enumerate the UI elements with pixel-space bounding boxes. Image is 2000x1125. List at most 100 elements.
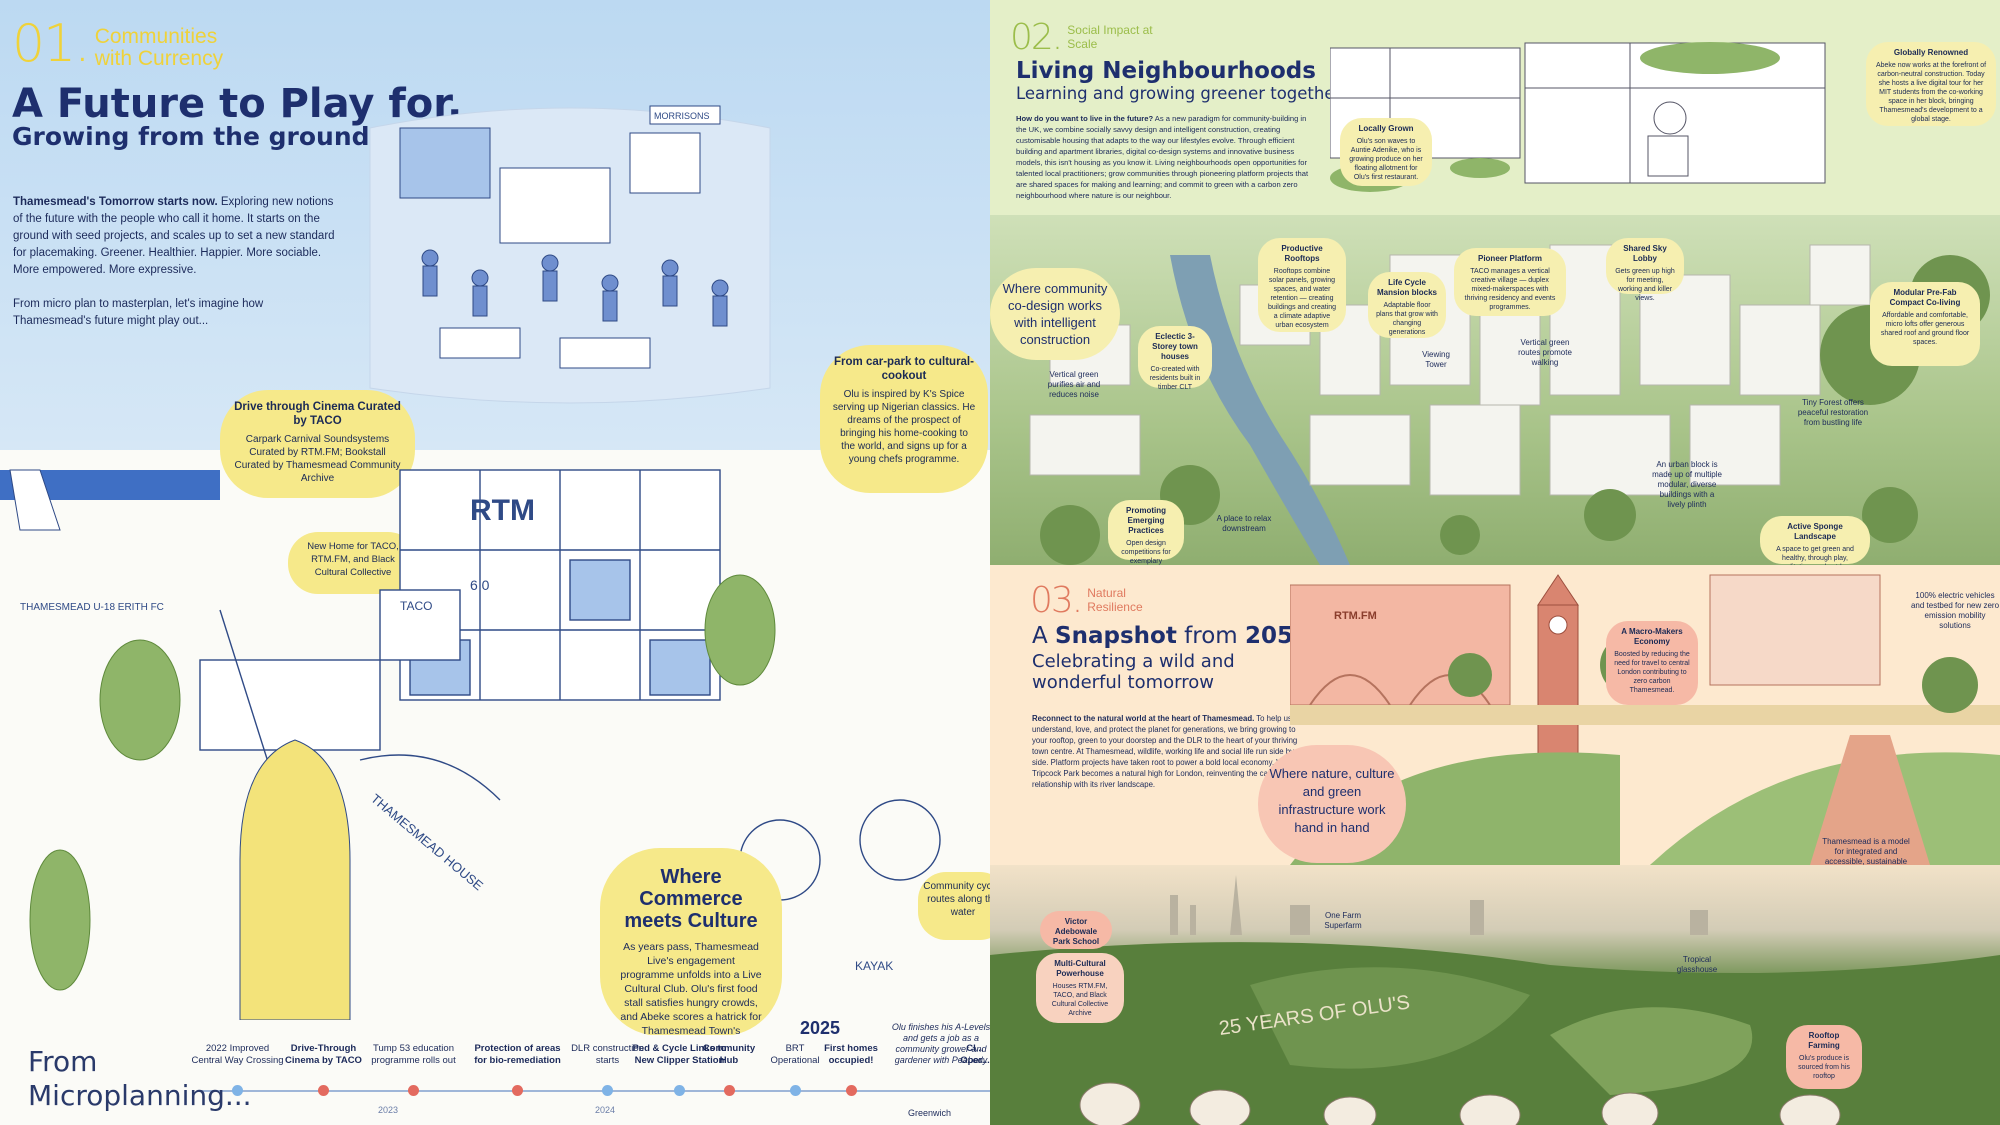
cinema-bubble: Drive through Cinema Curated by TACO Car… xyxy=(220,390,415,498)
vertical-green-label: Vertical green purifies air and reduces … xyxy=(1047,370,1101,399)
bubble-body: Co-created with residents built in timbe… xyxy=(1149,366,1201,391)
timeline-dot xyxy=(408,1085,419,1096)
microplanning-heading: From Microplanning... xyxy=(28,1045,252,1113)
cinema-title: Drive through Cinema Curated by TACO xyxy=(234,401,401,427)
section-subtitle: Learning and growing greener together xyxy=(1016,84,1342,103)
section-living-neighbourhoods: 02. Social Impact at Scale Living Neighb… xyxy=(990,0,2000,565)
culture-building-illustration: RTM THAMESMEAD U-18 ERITH FC 6 0 TACO TH… xyxy=(0,469,941,1020)
title-pre: A xyxy=(1032,623,1056,649)
bubble-title: Rooftop Farming xyxy=(1808,1031,1840,1050)
bubble-title: Multi-Cultural Powerhouse xyxy=(1054,959,1106,978)
emerging-practices-bubble: Promoting Emerging Practices Open design… xyxy=(1108,500,1184,565)
intro-text: Thamesmead's Tomorrow starts now. Explor… xyxy=(13,194,343,347)
body-question: How do you want to live in the future? xyxy=(1016,114,1154,123)
bubble-body: A space to get green and healthy, throug… xyxy=(1776,546,1854,565)
bubble-title: Globally Renowned xyxy=(1893,48,1969,57)
greenwich-label: Greenwich xyxy=(908,1108,952,1118)
timeline-dot xyxy=(232,1085,243,1096)
microplanning-line-2: Microplanning... xyxy=(28,1079,252,1112)
carpark-bubble: From car-park to cultural-cookout Olu is… xyxy=(820,345,988,493)
microplanning-line-1: From xyxy=(28,1045,98,1078)
bubble-body: Boosted by reducing the need for travel … xyxy=(1614,651,1690,694)
bubble-body: Affordable and comfortable, micro lofts … xyxy=(1880,312,1970,346)
codesign-bubble: Where community co-design works with int… xyxy=(990,268,1120,360)
timeline-item: BRT Operational xyxy=(770,1043,820,1066)
timeline-dot xyxy=(674,1085,685,1096)
tropical-glasshouse-label: Tropical glasshouse xyxy=(1676,955,1718,974)
viewing-tower-label: Viewing Tower xyxy=(1422,350,1450,369)
bubble-title: Promoting Emerging Practices xyxy=(1126,506,1166,535)
bubble-body: Olu's son waves to Auntie Adenike, who i… xyxy=(1349,138,1423,181)
intro-bold: Thamesmead's Tomorrow starts now. xyxy=(13,196,218,208)
aerial-scene xyxy=(1029,244,1990,565)
timeline-item: Tump 53 education programme rolls out xyxy=(371,1043,456,1066)
rooftop-farming-bubble: Rooftop Farming Olu's produce is sourced… xyxy=(1786,1025,1862,1089)
section-body: How do you want to live in the future? A… xyxy=(1016,113,1316,201)
tiny-forest-label: Tiny Forest offers peaceful restoration … xyxy=(1797,398,1869,427)
timeline-item: Protection of areas for bio-remediation xyxy=(474,1043,561,1066)
timeline-item: Drive-Through Cinema by TACO xyxy=(285,1043,362,1066)
sky-lobby-bubble: Shared Sky Lobby Gets green up high for … xyxy=(1606,238,1684,302)
place-to-relax-label: A place to relax downstream xyxy=(1216,514,1272,533)
carpark-title: From car-park to cultural-cookout xyxy=(834,356,974,382)
timeline-dot xyxy=(512,1085,523,1096)
cinema-body: Carpark Carnival Soundsystems Curated by… xyxy=(234,434,401,484)
section-communities: 01. Communities with Currency A Future t… xyxy=(0,0,990,1125)
section-label: Natural Resilience xyxy=(1087,586,1143,614)
kayak-sign: KAYAK xyxy=(855,959,893,973)
bubble-title: Pioneer Platform xyxy=(1477,254,1542,263)
section-natural-resilience: 03. Natural Resilience A Snapshot from 2… xyxy=(990,565,2000,1125)
section-number: 02. xyxy=(1010,17,1063,58)
intro-p2: From micro plan to masterplan, let's ima… xyxy=(13,298,264,327)
timeline-year: 2024 xyxy=(595,1105,616,1115)
timeline-dot xyxy=(724,1085,735,1096)
macro-makers-bubble: A Macro-Makers Economy Boosted by reduci… xyxy=(1606,621,1698,705)
globally-renowned-bubble: Globally Renowned Abeke now works at the… xyxy=(1866,42,1996,126)
timeline-dot xyxy=(846,1085,857,1096)
sponge-landscape-bubble: Active Sponge Landscape A space to get g… xyxy=(1760,516,1870,565)
timeline-dot xyxy=(318,1085,329,1096)
park-school-bubble: Victor Adebowale Park School xyxy=(1040,911,1112,949)
timeline-year: 2023 xyxy=(378,1105,399,1115)
bubble-body: Rooftops combine solar panels, growing s… xyxy=(1267,268,1337,329)
bubble-title: Victor Adebowale Park School xyxy=(1052,917,1100,946)
section-label: Social Impact at Scale xyxy=(1067,23,1153,51)
timeline-item: Ped & Cycle Links to New Clipper Station xyxy=(632,1043,727,1066)
newhome-bubble: New Home for TACO, RTM.FM, and Black Cul… xyxy=(288,532,418,594)
timeline-dot xyxy=(602,1085,613,1096)
body-text: To help us all understand, love, and pro… xyxy=(1032,714,1302,789)
powerhouse-bubble: Multi-Cultural Powerhouse Houses RTM.FM,… xyxy=(1036,953,1124,1023)
section-title: A Snapshot from 2050 xyxy=(1032,623,1309,649)
bubble-title: Active Sponge Landscape xyxy=(1787,522,1843,541)
market-illustration: MORRISONS xyxy=(369,105,771,404)
title-bold: Snapshot xyxy=(1055,623,1177,649)
electric-vehicles-label: 100% electric vehicles and testbed for n… xyxy=(1910,591,2000,630)
bubble-body: TACO manages a vertical creative village… xyxy=(1464,268,1556,311)
town-houses-bubble: Eclectic 3-Storey town houses Co-created… xyxy=(1138,326,1212,391)
coliving-bubble: Modular Pre-Fab Compact Co-living Afford… xyxy=(1870,282,1980,366)
pioneer-platform-bubble: Pioneer Platform TACO manages a vertical… xyxy=(1454,248,1566,316)
commerce-bubble: Where Commerce meets Culture As years pa… xyxy=(600,848,782,1051)
rtm-sign: RTM xyxy=(470,494,535,527)
bubble-body: Olu's produce is sourced from his roofto… xyxy=(1798,1055,1850,1080)
bubble-title: A Macro-Makers Economy xyxy=(1621,627,1683,646)
score-sign: 6 0 xyxy=(470,577,490,593)
section-2-header: 02. Social Impact at Scale xyxy=(1010,20,1157,56)
section-1-header: 01. Communities with Currency xyxy=(12,18,255,70)
cycle-text: Community cycle-routes along the water xyxy=(923,881,990,918)
section-number: 01. xyxy=(12,14,91,74)
productive-rooftops-bubble: Productive Rooftops Rooftops combine sol… xyxy=(1258,238,1346,332)
vertical-routes-label: Vertical green routes promote walking xyxy=(1518,338,1572,367)
timeline-dot xyxy=(790,1085,801,1096)
cycle-bubble: Community cycle-routes along the water xyxy=(918,872,990,940)
section-number: 03. xyxy=(1030,580,1083,621)
bubble-title: Life Cycle Mansion blocks xyxy=(1376,278,1437,297)
thamesmead-house-sign: THAMESMEAD HOUSE xyxy=(368,791,486,894)
bubble-title: Eclectic 3-Storey town houses xyxy=(1152,332,1198,361)
newhome-text: New Home for TACO, RTM.FM, and Black Cul… xyxy=(307,541,399,578)
timeline: 2022 Improved Central Way Crossing Drive… xyxy=(0,1035,990,1125)
morrisons-sign: MORRISONS xyxy=(654,111,710,121)
timeline-item: Community Hub xyxy=(702,1043,756,1066)
timeline-line xyxy=(200,1090,990,1092)
title-mid: from xyxy=(1176,623,1245,649)
